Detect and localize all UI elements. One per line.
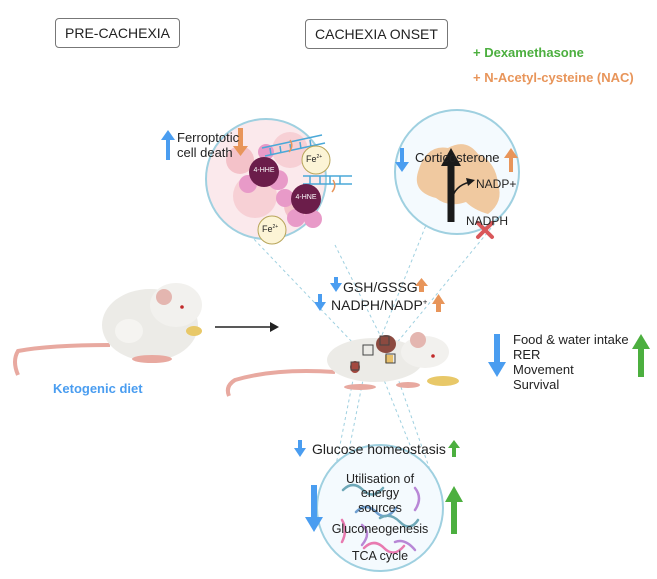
legend-dexamethasone: + Dexamethasone <box>473 45 584 60</box>
tca-cycle-label: TCA cycle <box>351 549 409 563</box>
process-line: Utilisation of <box>345 472 415 486</box>
arrow-up-green-icon <box>448 440 460 457</box>
arrow-down-blue-icon <box>330 277 342 292</box>
glucose-circle <box>316 444 444 572</box>
gluconeogenesis-label: Gluconeogenesis <box>331 522 429 536</box>
nadph-nadp-label: NADPH/NADP+ <box>331 297 427 313</box>
arrow-up-orange-icon <box>415 278 428 292</box>
molecule-4hne: 4-HNE <box>295 194 317 201</box>
arrow-down-blue-icon <box>305 485 323 532</box>
iron-symbol: Fe <box>306 154 317 164</box>
glucose-homeostasis-label: Glucose homeostasis <box>312 441 446 457</box>
iron-charge: 2+ <box>316 154 323 160</box>
iron-charge: 2+ <box>272 224 279 230</box>
arrow-down-blue-icon <box>395 148 409 172</box>
arrow-down-blue-icon <box>294 440 306 457</box>
arrow-down-orange-icon <box>233 128 248 156</box>
arrow-up-green-icon <box>632 334 650 377</box>
nadph-nadp-text: NADPH/NADP <box>331 297 423 313</box>
ketogenic-diet-label: Ketogenic diet <box>53 381 143 396</box>
legend-nac: + N-Acetyl-cysteine (NAC) <box>473 70 634 85</box>
nadph-label: NADPH <box>466 214 509 228</box>
adrenal-gland-shape <box>416 144 500 214</box>
arrow-up-orange-icon <box>504 148 518 172</box>
energy-utilisation-label: Utilisation of energy sources <box>330 472 430 515</box>
arrow-down-blue-icon <box>488 334 506 377</box>
mouse-cachexia <box>225 332 459 397</box>
iron-symbol: Fe <box>262 224 273 234</box>
ferroptosis-label-line2: cell death <box>177 144 233 160</box>
arrow-down-blue-icon <box>314 294 326 311</box>
iron-ion-2: Fe2+ <box>262 224 278 234</box>
blocked-x-icon <box>476 221 494 239</box>
progression-arrow <box>215 322 279 332</box>
process-line: energy <box>360 486 400 501</box>
ferroptosis-label: Ferroptotic cell death <box>177 130 240 161</box>
process-line: sources <box>358 500 402 515</box>
phenotype-item: Food & water intake <box>513 332 629 347</box>
nadp-charge: + <box>422 297 428 307</box>
phenotype-item: Movement <box>513 362 574 377</box>
mouse-pre-cachexia <box>13 283 202 376</box>
arrow-up-orange-icon <box>432 294 445 312</box>
corticosterone-label: Corticosterone <box>415 150 500 165</box>
molecule-4hhe: 4-HHE <box>253 167 275 174</box>
phenotype-item: Survival <box>513 377 560 392</box>
nadp-plus-label: NADP+ <box>476 177 517 191</box>
phenotype-item: RER <box>513 347 541 362</box>
arrow-up-blue-icon <box>161 130 175 160</box>
arrow-icons <box>161 128 650 534</box>
iron-ion-1: Fe2+ <box>306 154 322 164</box>
arrow-up-green-icon <box>445 486 463 534</box>
stage-cachexia-onset: CACHEXIA ONSET <box>305 19 448 49</box>
ferroptosis-label-line1: Ferroptotic <box>177 130 240 145</box>
phenotype-list: Food & water intake RER Movement Surviva… <box>513 332 629 392</box>
stage-pre-cachexia: PRE-CACHEXIA <box>55 18 181 48</box>
adrenal-circle <box>394 109 520 239</box>
gsh-gssg-label: GSH/GSSG <box>343 279 418 295</box>
